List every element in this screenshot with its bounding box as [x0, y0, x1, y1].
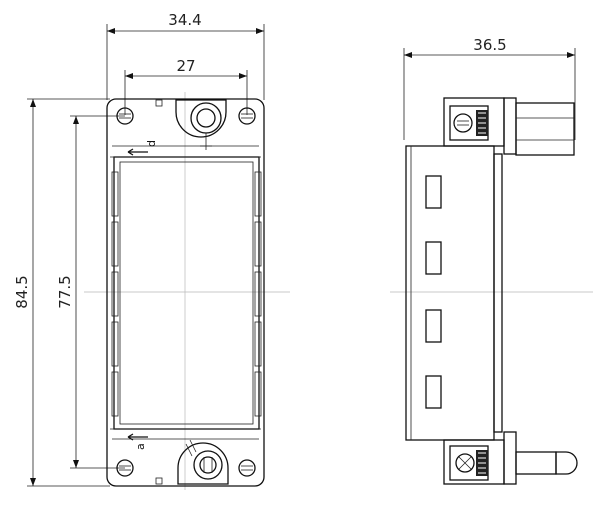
dim-overall-width: 34.4 [106, 11, 265, 100]
right-ribs [254, 171, 262, 417]
left-ribs [111, 171, 119, 417]
flange-top [443, 97, 575, 156]
screw-bottom-left [116, 459, 134, 477]
dim-hole-spacing-horizontal: 27 [124, 57, 248, 115]
dim-hole-spacing-vertical-label: 77.5 [56, 275, 74, 308]
marker-top [155, 99, 163, 107]
slot-3 [425, 309, 442, 343]
marker-bottom [155, 477, 163, 485]
dim-hole-spacing-horizontal-label: 27 [176, 57, 195, 75]
screw-top-right [238, 107, 256, 125]
slot-4 [425, 375, 442, 409]
slot-2 [425, 241, 442, 275]
code-bottom: a [127, 433, 148, 450]
front-view: 34.4 27 84.5 77.5 [13, 11, 290, 490]
dim-overall-width-label: 34.4 [168, 11, 201, 29]
insert-housing-inner [119, 161, 254, 425]
code-bottom-label: a [134, 443, 147, 450]
slot-1 [425, 175, 442, 209]
side-view: 36.5 [390, 36, 593, 485]
screw-bottom-right [238, 459, 256, 477]
ground-screw-top [175, 99, 227, 150]
ground-screw-bottom [177, 439, 229, 485]
frame-outline [106, 98, 265, 487]
code-top-label: d [145, 140, 158, 147]
dim-overall-height-label: 84.5 [13, 275, 31, 308]
housing-body [405, 145, 503, 441]
code-top: d [127, 140, 158, 156]
screw-top-left [116, 107, 134, 125]
dim-overall-height: 84.5 [13, 98, 110, 487]
flange-bottom [443, 431, 578, 485]
dim-overall-depth: 36.5 [403, 36, 576, 140]
dim-overall-depth-label: 36.5 [473, 36, 506, 54]
dim-hole-spacing-vertical: 77.5 [56, 115, 125, 469]
insert-housing [113, 156, 260, 430]
